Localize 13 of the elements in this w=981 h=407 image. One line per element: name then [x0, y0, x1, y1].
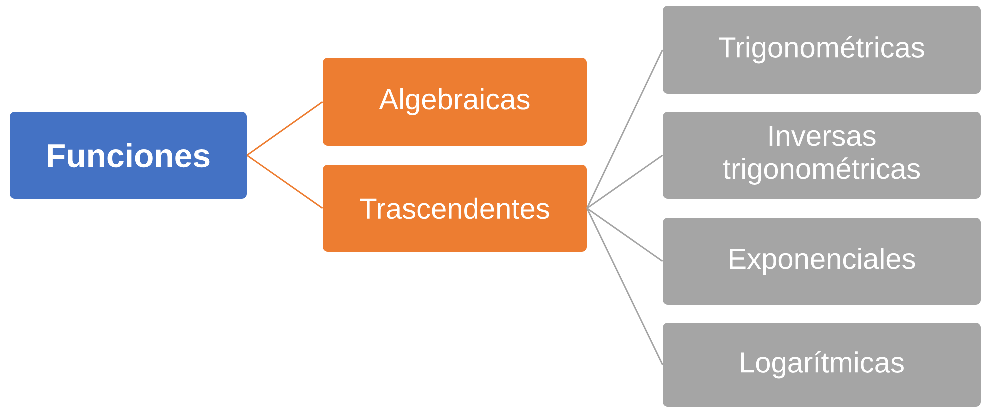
connector-line	[586, 208, 664, 366]
subcategory-box: Logarítmicas	[663, 323, 981, 407]
connector-line	[586, 154, 664, 210]
subcategory-box: Trigonométricas	[663, 6, 981, 94]
connector-line	[246, 101, 324, 156]
subcategory-box: Exponenciales	[663, 218, 981, 305]
root-box: Funciones	[10, 112, 247, 199]
category-box: Trascendentes	[323, 165, 587, 252]
connector-line	[586, 208, 664, 262]
connector-line	[586, 50, 664, 209]
connector-line	[246, 154, 324, 210]
category-box: Algebraicas	[323, 58, 587, 146]
subcategory-box: Inversas trigonométricas	[663, 112, 981, 199]
